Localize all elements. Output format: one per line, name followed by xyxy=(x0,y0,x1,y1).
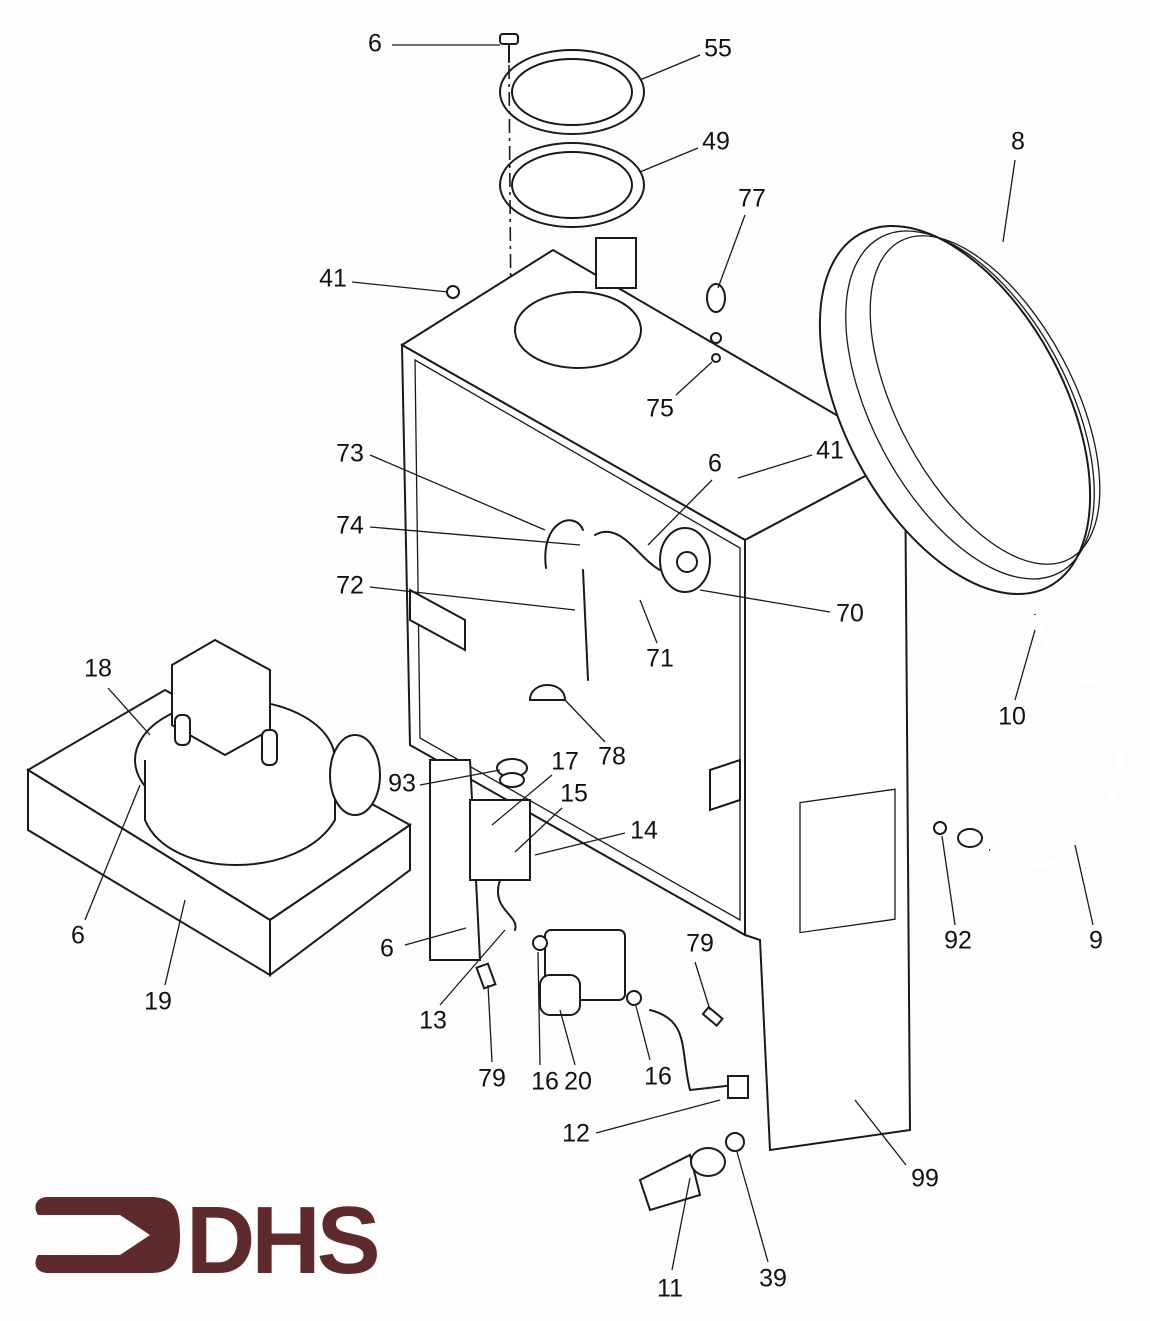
label-41: 41 xyxy=(319,265,347,293)
label-6: 6 xyxy=(380,935,394,963)
screw-6-top xyxy=(499,33,519,63)
label-15: 15 xyxy=(560,780,588,808)
label-10: 10 xyxy=(998,703,1026,731)
label-17: 17 xyxy=(551,748,579,776)
flexible-hose-9 xyxy=(933,613,1129,869)
label-78: 78 xyxy=(598,743,626,771)
fan-assembly xyxy=(26,638,412,977)
label-6: 6 xyxy=(71,922,85,950)
label-55: 55 xyxy=(704,35,732,63)
label-72: 72 xyxy=(336,572,364,600)
internal-components xyxy=(469,519,749,1212)
label-79: 79 xyxy=(478,1065,506,1093)
label-9: 9 xyxy=(1089,927,1103,955)
label-99: 99 xyxy=(911,1165,939,1193)
label-16: 16 xyxy=(644,1063,672,1091)
label-79: 79 xyxy=(686,930,714,958)
label-71: 71 xyxy=(646,645,674,673)
label-70: 70 xyxy=(836,600,864,628)
label-20: 20 xyxy=(564,1068,592,1096)
label-18: 18 xyxy=(84,655,112,683)
arrow-logo-icon xyxy=(35,1197,180,1273)
label-92: 92 xyxy=(944,927,972,955)
label-19: 19 xyxy=(144,988,172,1016)
label-41: 41 xyxy=(816,437,844,465)
boiler-cabinet xyxy=(400,237,912,1152)
label-75: 75 xyxy=(646,395,674,423)
label-13: 13 xyxy=(419,1007,447,1035)
label-11: 11 xyxy=(657,1275,683,1303)
label-74: 74 xyxy=(336,512,364,540)
label-6: 6 xyxy=(708,450,722,478)
label-39: 39 xyxy=(759,1265,787,1293)
expansion-vessel-8 xyxy=(818,225,1101,595)
label-77: 77 xyxy=(738,185,766,213)
logo-text: DHS xyxy=(186,1187,378,1294)
label-16: 16 xyxy=(531,1068,559,1096)
label-6: 6 xyxy=(368,30,382,58)
part-labels: 6 55 49 8 77 41 75 73 6 41 74 72 70 71 1… xyxy=(71,30,1103,1303)
label-12: 12 xyxy=(562,1120,590,1148)
leader-lines xyxy=(84,44,1094,1271)
gasket-49 xyxy=(499,142,645,228)
label-93: 93 xyxy=(388,770,416,798)
label-14: 14 xyxy=(630,817,658,845)
dhs-logo: DHS xyxy=(35,1187,382,1294)
gasket-55 xyxy=(499,49,645,135)
label-73: 73 xyxy=(336,440,364,468)
label-8: 8 xyxy=(1011,128,1025,156)
label-49: 49 xyxy=(702,128,730,156)
